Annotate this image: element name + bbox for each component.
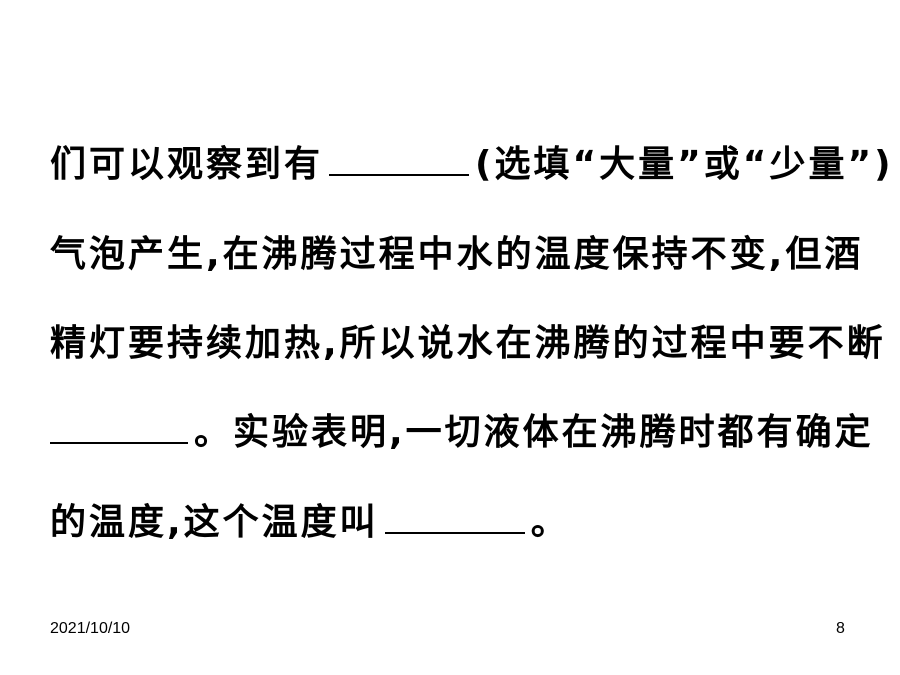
text-line-1: 们可以观察到有 (选填“大量”或“少量”) [50,135,894,195]
line5-text-a: 的温度,这个温度叫 [50,502,379,543]
page-number: 8 [836,620,845,637]
line1-text-b: (选填“大量”或“少量”) [475,144,894,185]
text-line-3: 精灯要持续加热,所以说水在沸腾的过程中要不断 [50,314,886,374]
line4-text: 。实验表明,一切液体在沸腾时都有确定 [194,412,874,453]
text-line-5: 的温度,这个温度叫 。 [50,493,570,553]
line1-text-a: 们可以观察到有 [50,144,324,185]
answer-blank-1 [329,140,470,176]
text-line-2: 气泡产生,在沸腾过程中水的温度保持不变,但酒 [50,225,863,285]
line2-text: 气泡产生,在沸腾过程中水的温度保持不变,但酒 [50,234,864,275]
text-line-4: 。实验表明,一切液体在沸腾时都有确定 [50,403,874,463]
line3-text: 精灯要持续加热,所以说水在沸腾的过程中要不断 [50,323,886,364]
answer-blank-2 [50,408,188,444]
line5-text-b: 。 [530,502,570,543]
footer-date: 2021/10/10 [50,620,131,637]
answer-blank-3 [384,498,525,534]
